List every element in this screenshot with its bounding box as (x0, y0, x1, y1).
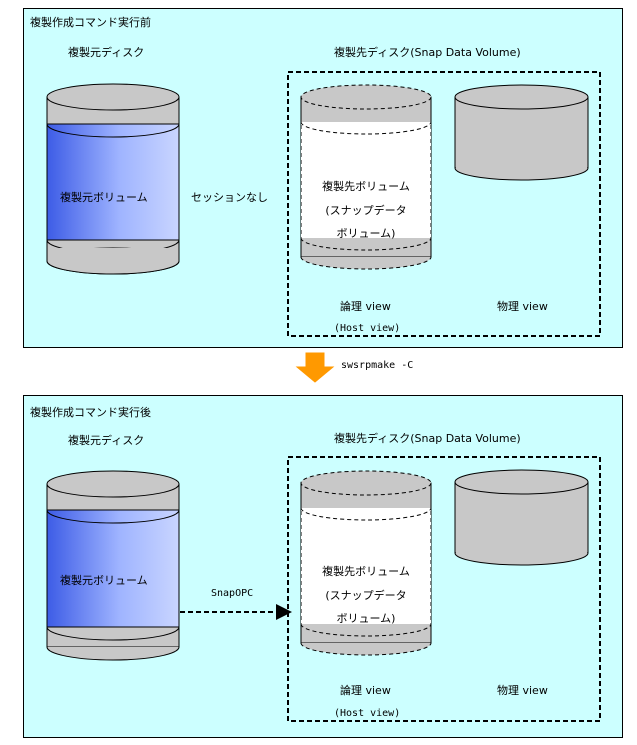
source-disk-label: 複製元ディスク (68, 46, 145, 59)
target-volume-line3: ボリューム) (336, 227, 396, 240)
source-disk-cylinder-after (46, 470, 180, 661)
host-view-label-after: (Host view) (334, 708, 401, 719)
source-volume-label: 複製元ボリューム (60, 191, 148, 204)
target-disk-box (287, 71, 601, 337)
physical-disk-cylinder-after (454, 469, 589, 566)
source-disk-cylinder (46, 83, 180, 275)
target-volume-line3-after: ボリューム) (336, 612, 396, 625)
target-volume-line1-after: 複製先ボリューム (322, 565, 410, 578)
snap-volume-cylinder-after (300, 470, 432, 656)
target-volume-line2-after: (スナップデータ (325, 589, 407, 602)
source-disk-label-after: 複製元ディスク (68, 434, 145, 447)
target-disk-label: 複製先ディスク(Snap Data Volume) (334, 46, 521, 59)
source-volume-label-after: 複製元ボリューム (60, 574, 148, 587)
session-label: セッションなし (191, 191, 268, 204)
host-view-label: (Host view) (334, 323, 401, 334)
target-disk-box-after (287, 456, 601, 722)
target-volume-line2: (スナップデータ (325, 204, 407, 217)
physical-disk-cylinder (454, 84, 589, 181)
physical-view-label: 物理 view (497, 300, 548, 313)
target-disk-label-after: 複製先ディスク(Snap Data Volume) (334, 432, 521, 445)
logical-view-label: 論理 view (340, 300, 391, 313)
command-label: swsrpmake -C (341, 360, 414, 371)
logical-view-label-after: 論理 view (340, 684, 391, 697)
before-title: 複製作成コマンド実行前 (30, 16, 151, 29)
snapopc-label: SnapOPC (211, 588, 254, 599)
snap-volume-cylinder (300, 84, 432, 270)
after-title: 複製作成コマンド実行後 (30, 406, 151, 419)
target-volume-line1: 複製先ボリューム (322, 180, 410, 193)
transition-arrow (295, 352, 335, 383)
physical-view-label-after: 物理 view (497, 684, 548, 697)
